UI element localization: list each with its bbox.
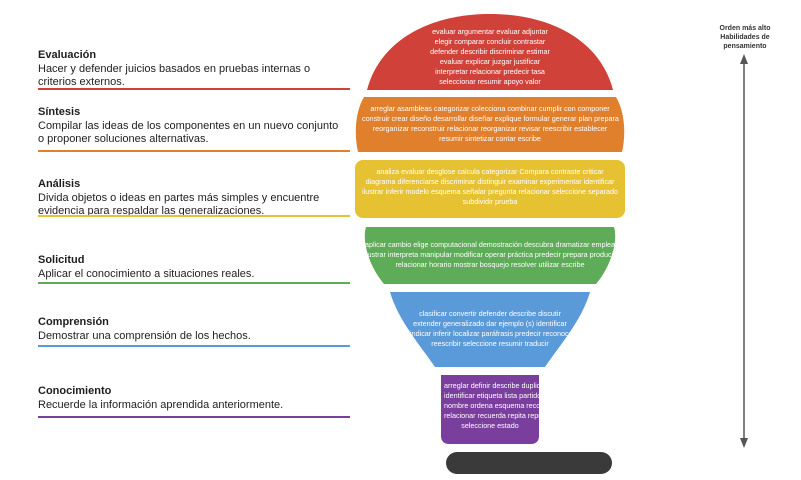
band-shape-analisis [355, 160, 625, 218]
level-analisis: Análisis Divida objetos o ideas en parte… [38, 178, 350, 218]
level-line-evaluacion [38, 88, 350, 90]
level-description: Aplicar el conocimiento a situaciones re… [38, 268, 255, 280]
level-line-analisis [38, 215, 350, 217]
band-text-solicitud: aplicar cambio elige computacional demos… [364, 240, 616, 269]
level-description: Demostrar una comprensión de los hechos. [38, 330, 251, 342]
band-text-evaluacion: evaluar argumentar evaluar adjuntar eleg… [430, 27, 550, 86]
band-shape-evaluacion [367, 14, 613, 90]
level-title: Evaluación [38, 49, 97, 61]
level-conocimiento: Conocimiento Recuerde la información apr… [38, 385, 350, 412]
bulb-base [446, 452, 612, 474]
level-title: Comprensión [38, 316, 109, 328]
level-title: Solicitud [38, 254, 85, 266]
level-comprension: Comprensión Demostrar una comprensión de… [38, 316, 350, 343]
band-text-sintesis: arreglar asambleas categorizar coleccion… [362, 104, 619, 143]
level-title: Síntesis [38, 106, 81, 118]
level-solicitud: Solicitud Aplicar el conocimiento a situ… [38, 254, 350, 281]
band-text-analisis: analiza evaluar desglose calcula categor… [361, 167, 619, 206]
axis-title: Orden más alto Habilidades de pensamient… [719, 25, 771, 50]
band-shape-solicitud [364, 227, 616, 284]
level-description: Compilar las ideas de los componentes en… [38, 120, 339, 145]
level-line-solicitud [38, 282, 350, 284]
band-shape-conocimiento [441, 375, 539, 444]
axis-arrow-down-icon [740, 438, 748, 448]
level-line-sintesis [38, 150, 350, 152]
level-sintesis: Síntesis Compilar las ideas de los compo… [38, 106, 350, 146]
level-description: Recuerde la información aprendida anteri… [38, 399, 284, 411]
level-description: Divida objetos o ideas en partes más sim… [38, 192, 320, 217]
band-text-conocimiento: arreglar definir describe duplicado iden… [444, 381, 578, 430]
band-text-comprension: clasificar convertir defender describe d… [410, 309, 575, 348]
level-line-comprension [38, 345, 350, 347]
level-line-conocimiento [38, 416, 350, 418]
level-title: Análisis [38, 178, 81, 190]
axis-arrow-up-icon [740, 54, 748, 64]
level-description: Hacer y defender juicios basados en prue… [38, 63, 311, 88]
level-title: Conocimiento [38, 385, 112, 397]
band-shape-comprension [390, 292, 590, 367]
level-evaluacion: Evaluación Hacer y defender juicios basa… [38, 49, 350, 89]
band-shape-sintesis [355, 97, 625, 152]
